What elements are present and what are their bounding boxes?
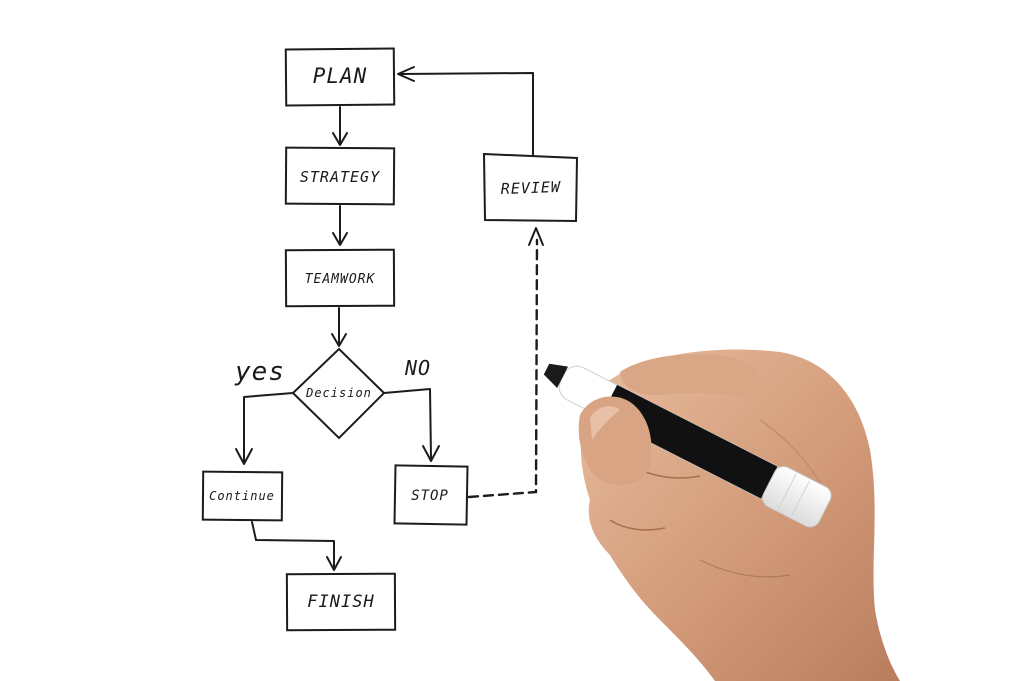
continue-node: Continue: [201, 470, 284, 522]
teamwork-label: TEAMWORK: [305, 272, 376, 287]
continue-label: Continue: [209, 489, 275, 503]
yes-label: yes: [234, 357, 285, 387]
hand-with-marker: [543, 349, 900, 681]
stop-node: STOP: [393, 464, 469, 526]
review-label: REVIEW: [500, 178, 562, 198]
decision-label: Decision: [305, 386, 372, 400]
plan-node: PLAN: [284, 47, 396, 107]
arrow-strategy-to-teamwork: [332, 205, 348, 246]
review-node: REVIEW: [482, 152, 579, 223]
stop-label: STOP: [411, 488, 449, 504]
plan-label: PLAN: [313, 64, 368, 88]
arrow-teamwork-to-decision: [331, 307, 347, 347]
no-label: NO: [404, 356, 431, 380]
finish-label: FINISH: [307, 592, 374, 612]
yes-branch: yes: [234, 357, 294, 465]
arrow-continue-to-finish: [251, 521, 342, 571]
arrow-review-to-plan: [397, 66, 534, 156]
teamwork-node: TEAMWORK: [284, 248, 396, 308]
no-branch: NO: [383, 356, 440, 462]
strategy-label: STRATEGY: [300, 168, 380, 186]
finish-node: FINISH: [285, 572, 397, 632]
arrow-plan-to-strategy: [332, 106, 348, 146]
dashed-arrow-stop-to-review: [467, 227, 544, 499]
decision-node: Decision: [291, 347, 386, 440]
strategy-node: STRATEGY: [284, 146, 396, 206]
